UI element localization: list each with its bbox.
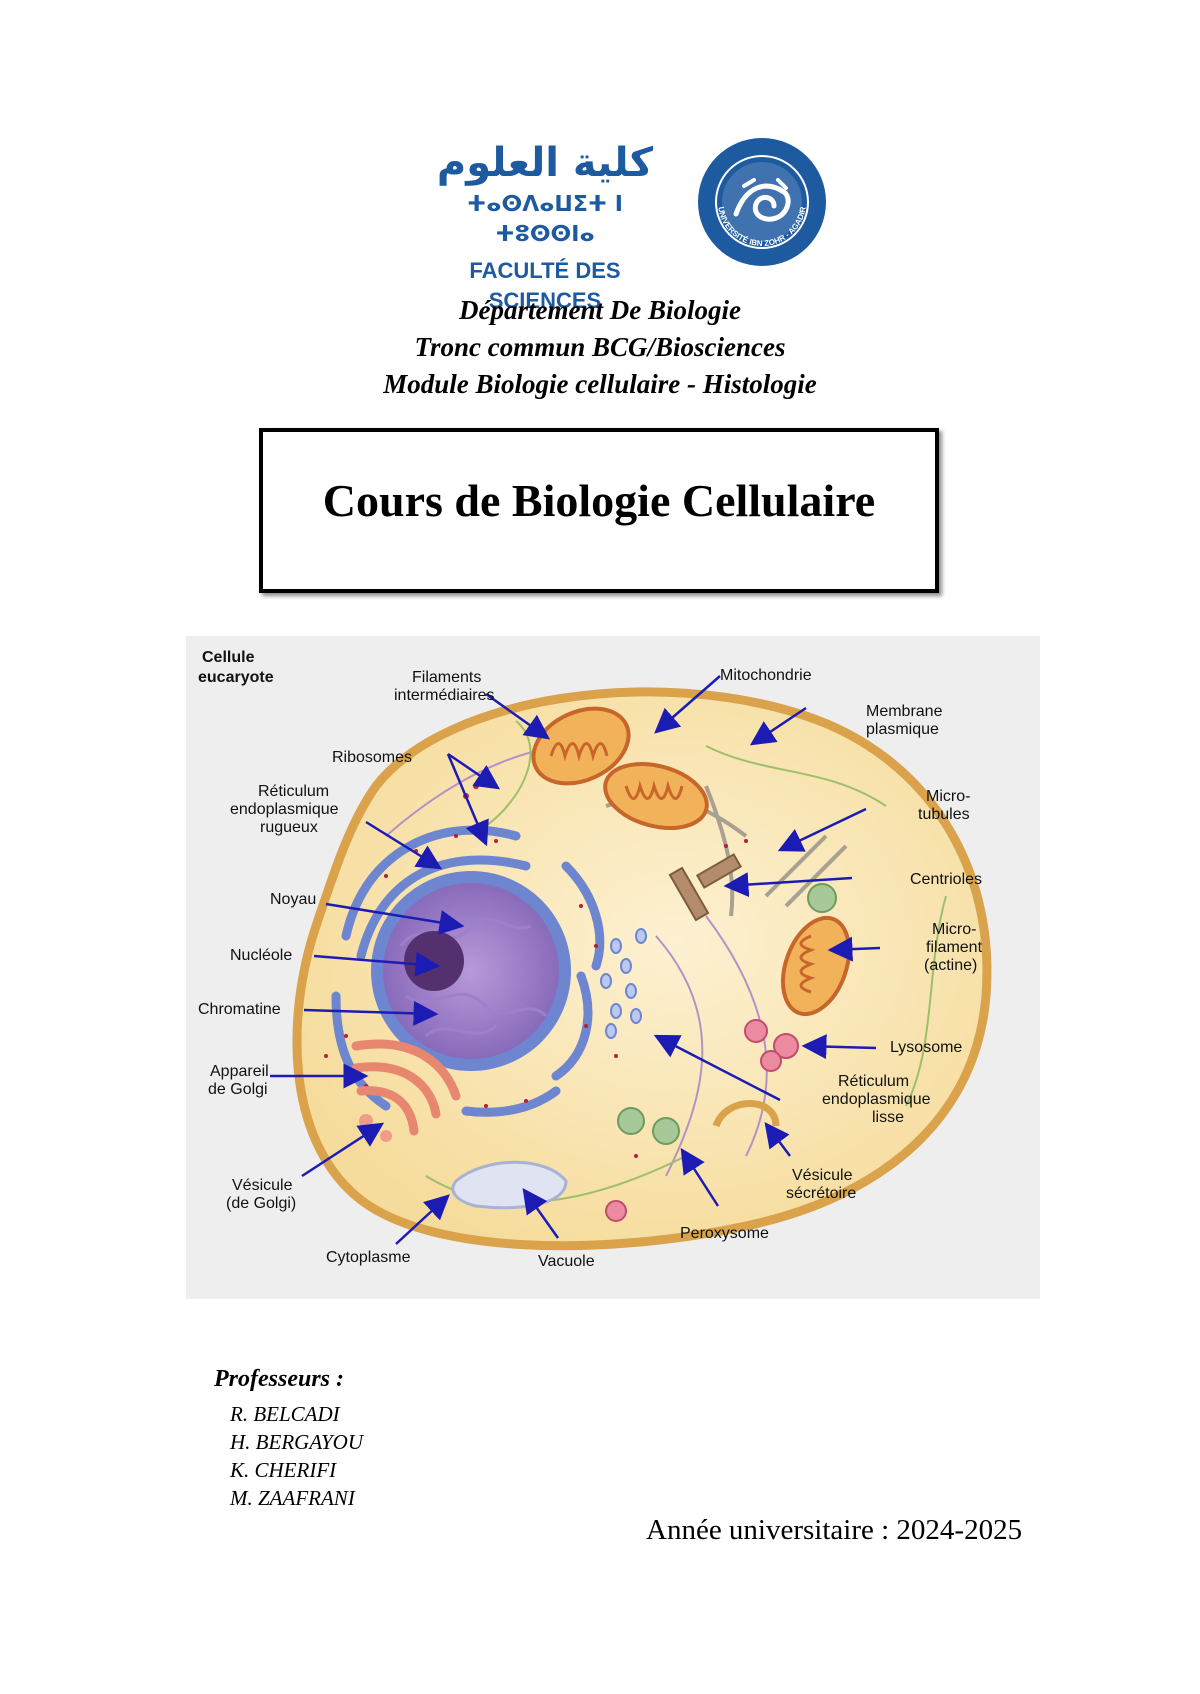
faculty-logo: كلية العلوم ⵜⴰⵙⴷⴰⵡⵉⵜ ⵏ ⵜⵓⵙⵙⵏⴰ FACULTÉ DE… bbox=[420, 140, 670, 316]
label-vesicule-golgi-1: Vésicule bbox=[232, 1177, 293, 1194]
mitochondria bbox=[531, 706, 851, 1017]
peroxisome bbox=[617, 1107, 645, 1135]
label-ribosomes: Ribosomes bbox=[332, 749, 412, 766]
course-header: Département De Biologie Tronc commun BCG… bbox=[0, 292, 1200, 403]
professor-name: H. BERGAYOU bbox=[230, 1430, 363, 1454]
professors-list: R. BELCADI H. BERGAYOU K. CHERIFI M. ZAA… bbox=[230, 1400, 363, 1512]
label-noyau: Noyau bbox=[270, 891, 316, 908]
module-line: Module Biologie cellulaire - Histologie bbox=[383, 369, 817, 399]
logo-arabic-text: كلية العلوم bbox=[436, 140, 654, 186]
secretory-vesicle bbox=[712, 1100, 780, 1128]
label-microfilament-1: Micro- bbox=[932, 921, 976, 938]
label-microfilament-3: (actine) bbox=[924, 957, 977, 974]
department-line: Département De Biologie bbox=[459, 295, 741, 325]
label-rer-1: Réticulum bbox=[258, 783, 329, 800]
title-box: Cours de Biologie Cellulaire bbox=[259, 428, 939, 593]
professor-name: K. CHERIFI bbox=[230, 1458, 337, 1482]
label-nucleole: Nucléole bbox=[230, 947, 292, 964]
diagram-heading-2: eucaryote bbox=[198, 669, 274, 686]
academic-year: Année universitaire : 2024-2025 bbox=[646, 1514, 1023, 1546]
label-chromatine: Chromatine bbox=[198, 1001, 281, 1018]
label-golgi-2: de Golgi bbox=[208, 1081, 268, 1098]
label-membrane-1: Membrane bbox=[866, 703, 943, 720]
label-rer-3: rugueux bbox=[260, 819, 318, 836]
nucleus bbox=[371, 871, 571, 1071]
label-peroxysome: Peroxysome bbox=[680, 1225, 769, 1242]
eukaryotic-cell-diagram: Cellule eucaryote Filaments intermédiair… bbox=[186, 636, 1040, 1299]
label-vesicule-secretoire-2: sécrétoire bbox=[786, 1185, 856, 1202]
label-microtubules-1: Micro- bbox=[926, 788, 970, 805]
document-title: Cours de Biologie Cellulaire bbox=[322, 475, 876, 526]
professors-heading: Professeurs : bbox=[214, 1366, 344, 1392]
professor-name: M. ZAAFRANI bbox=[230, 1486, 355, 1510]
logo-french-text: FACULTÉ DES SCIENCES bbox=[469, 258, 621, 313]
label-rel-2: endoplasmique bbox=[822, 1091, 931, 1108]
logo-tifinagh-text: ⵜⴰⵙⴷⴰⵡⵉⵜ ⵏ ⵜⵓⵙⵙⵏⴰ bbox=[466, 192, 623, 247]
label-rer-2: endoplasmique bbox=[230, 801, 339, 818]
label-golgi-1: Appareil bbox=[210, 1063, 269, 1080]
nucleolus bbox=[404, 931, 464, 991]
label-vacuole: Vacuole bbox=[538, 1253, 595, 1270]
label-mitochondrie: Mitochondrie bbox=[720, 667, 812, 684]
label-centrioles: Centrioles bbox=[910, 871, 982, 888]
label-filaments-1: Filaments bbox=[412, 669, 481, 686]
professor-name: R. BELCADI bbox=[230, 1402, 340, 1426]
label-membrane-2: plasmique bbox=[866, 721, 939, 738]
rough-er bbox=[331, 825, 605, 1117]
label-vesicule-secretoire-1: Vésicule bbox=[792, 1167, 853, 1184]
university-seal-icon: UNIVERSITÉ IBN ZOHR - AGADIR bbox=[698, 138, 826, 266]
smooth-er bbox=[600, 928, 647, 1039]
label-microfilament-2: filament bbox=[926, 939, 983, 956]
label-microtubules-2: tubules bbox=[918, 806, 970, 823]
centrioles bbox=[668, 853, 743, 922]
golgi-apparatus bbox=[351, 1039, 461, 1136]
label-rel-1: Réticulum bbox=[838, 1073, 909, 1090]
label-filaments-2: intermédiaires bbox=[394, 687, 494, 704]
lysosome bbox=[773, 1033, 799, 1059]
label-cytoplasme: Cytoplasme bbox=[326, 1249, 411, 1266]
label-lysosome: Lysosome bbox=[890, 1039, 962, 1056]
diagram-heading-1: Cellule bbox=[202, 649, 255, 666]
label-vesicule-golgi-2: (de Golgi) bbox=[226, 1195, 296, 1212]
label-rel-3: lisse bbox=[872, 1109, 904, 1126]
program-line: Tronc commun BCG/Biosciences bbox=[414, 332, 786, 362]
